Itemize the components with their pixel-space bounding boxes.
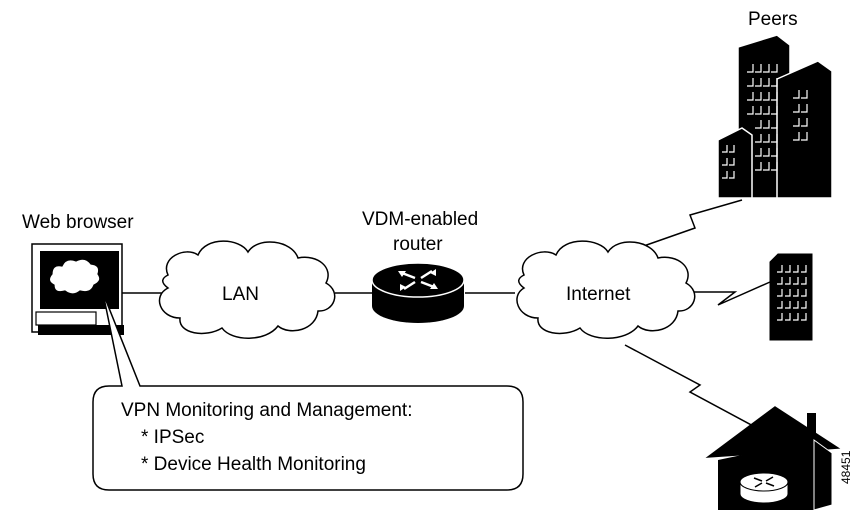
lan-cloud-icon — [158, 240, 336, 339]
callout-item-ipsec: * IPSec — [141, 427, 204, 448]
figure-number: 48451 — [839, 450, 850, 484]
lan-label: LAN — [222, 284, 259, 305]
internet-cloud-icon — [516, 240, 696, 339]
callout-title: VPN Monitoring and Management: — [121, 400, 413, 421]
home-office-icon — [705, 406, 841, 511]
internet-label: Internet — [566, 284, 631, 305]
peers-label: Peers — [748, 9, 798, 30]
branch-office-building-icon — [769, 253, 813, 341]
router-label-line2: router — [393, 234, 443, 255]
router-label-line1: VDM-enabled — [362, 209, 478, 230]
web-browser-label: Web browser — [22, 212, 134, 233]
home-router-icon — [739, 472, 789, 504]
callout-bubble: VPN Monitoring and Management: * IPSec *… — [92, 292, 524, 491]
callout-item-health: * Device Health Monitoring — [141, 454, 366, 475]
lightning-link-peers — [637, 199, 743, 249]
peer-office-buildings-icon — [717, 34, 833, 199]
router-icon — [371, 262, 465, 323]
lightning-link-branch — [665, 281, 771, 306]
lightning-link-home — [624, 344, 771, 436]
workstation-icon — [31, 243, 124, 335]
connection-lines — [122, 199, 771, 436]
